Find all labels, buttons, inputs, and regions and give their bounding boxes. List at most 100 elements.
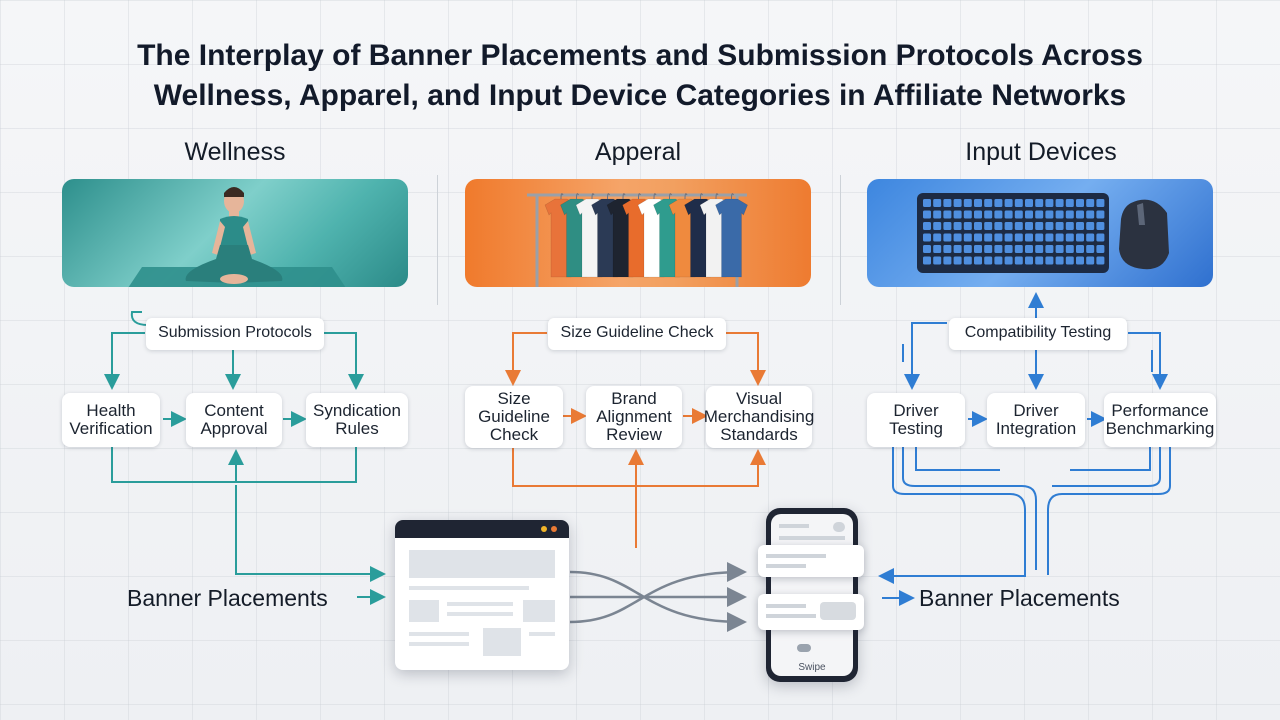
key — [1096, 233, 1105, 242]
key — [1004, 245, 1013, 253]
key — [1096, 245, 1105, 253]
key — [1025, 222, 1033, 230]
key — [1086, 222, 1095, 230]
key — [994, 222, 1003, 230]
column-divider — [437, 175, 438, 305]
keyboard-mouse-illustration — [917, 193, 1169, 273]
title-line-2: Wellness, Apparel, and Input Device Cate… — [153, 79, 1127, 112]
page-title: The Interplay of Banner Placements and S… — [0, 36, 1280, 116]
key — [1086, 199, 1095, 207]
key — [1055, 245, 1064, 253]
swipe-label: Swipe — [798, 662, 826, 673]
hanger — [731, 193, 734, 200]
apparel-heading: Apperal — [594, 138, 682, 166]
key — [1045, 256, 1054, 265]
key — [974, 222, 982, 230]
key — [943, 233, 952, 242]
key — [963, 210, 972, 219]
key — [923, 210, 931, 219]
key — [1045, 210, 1054, 219]
key — [943, 245, 952, 253]
key — [1055, 256, 1064, 265]
key — [943, 199, 952, 207]
key — [923, 233, 931, 242]
key — [963, 222, 972, 230]
hanger — [684, 193, 688, 200]
key — [1086, 256, 1095, 265]
hanger — [700, 193, 703, 200]
key — [974, 233, 982, 242]
key — [994, 233, 1003, 242]
key — [1014, 256, 1023, 265]
phone-card — [758, 545, 864, 577]
key — [1096, 199, 1105, 207]
wellness-banner-placements-label: Banner Placements — [127, 585, 328, 611]
key — [953, 233, 962, 242]
key — [1076, 199, 1084, 207]
key — [1055, 199, 1064, 207]
key — [1004, 233, 1013, 242]
key — [1025, 199, 1033, 207]
devices-banner — [867, 179, 1213, 287]
key — [1035, 233, 1044, 242]
hanger — [653, 193, 657, 200]
column-divider — [840, 175, 841, 305]
key — [1086, 210, 1095, 219]
key — [1045, 245, 1054, 253]
phone-card — [758, 594, 864, 630]
key — [974, 245, 982, 253]
key — [953, 245, 962, 253]
key — [933, 245, 942, 253]
wellness-protocol-label: Submission Protocols — [146, 318, 324, 350]
key — [1014, 222, 1023, 230]
key — [984, 256, 993, 265]
key — [1065, 199, 1074, 207]
yoga-illustration — [128, 187, 346, 287]
key — [1076, 256, 1084, 265]
key — [923, 199, 931, 207]
key — [1025, 256, 1033, 265]
key — [1076, 222, 1084, 230]
hanger — [576, 193, 579, 200]
browser-titlebar — [395, 520, 569, 538]
swipe-icon — [820, 602, 856, 620]
key — [1086, 245, 1095, 253]
key — [994, 245, 1003, 253]
apparel-banner — [465, 179, 811, 287]
key — [1065, 222, 1074, 230]
key — [1014, 245, 1023, 253]
browser-window-icon — [395, 520, 569, 670]
key — [1004, 210, 1013, 219]
key — [933, 222, 942, 230]
key — [1076, 210, 1084, 219]
key — [963, 245, 972, 253]
key — [984, 222, 993, 230]
key — [933, 256, 942, 265]
key — [1096, 256, 1105, 265]
clothing-rack-illustration — [527, 193, 748, 287]
key — [963, 233, 972, 242]
key — [984, 233, 993, 242]
key — [1065, 245, 1074, 253]
wellness-heading: Wellness — [184, 138, 286, 166]
key — [1004, 199, 1013, 207]
hanger — [669, 193, 672, 200]
key — [1096, 222, 1105, 230]
key — [923, 222, 931, 230]
key — [1045, 222, 1054, 230]
key — [974, 199, 982, 207]
hanger — [622, 193, 626, 200]
key — [923, 245, 931, 253]
key — [1035, 245, 1044, 253]
key — [1045, 233, 1054, 242]
key — [943, 210, 952, 219]
hanger — [638, 193, 641, 200]
